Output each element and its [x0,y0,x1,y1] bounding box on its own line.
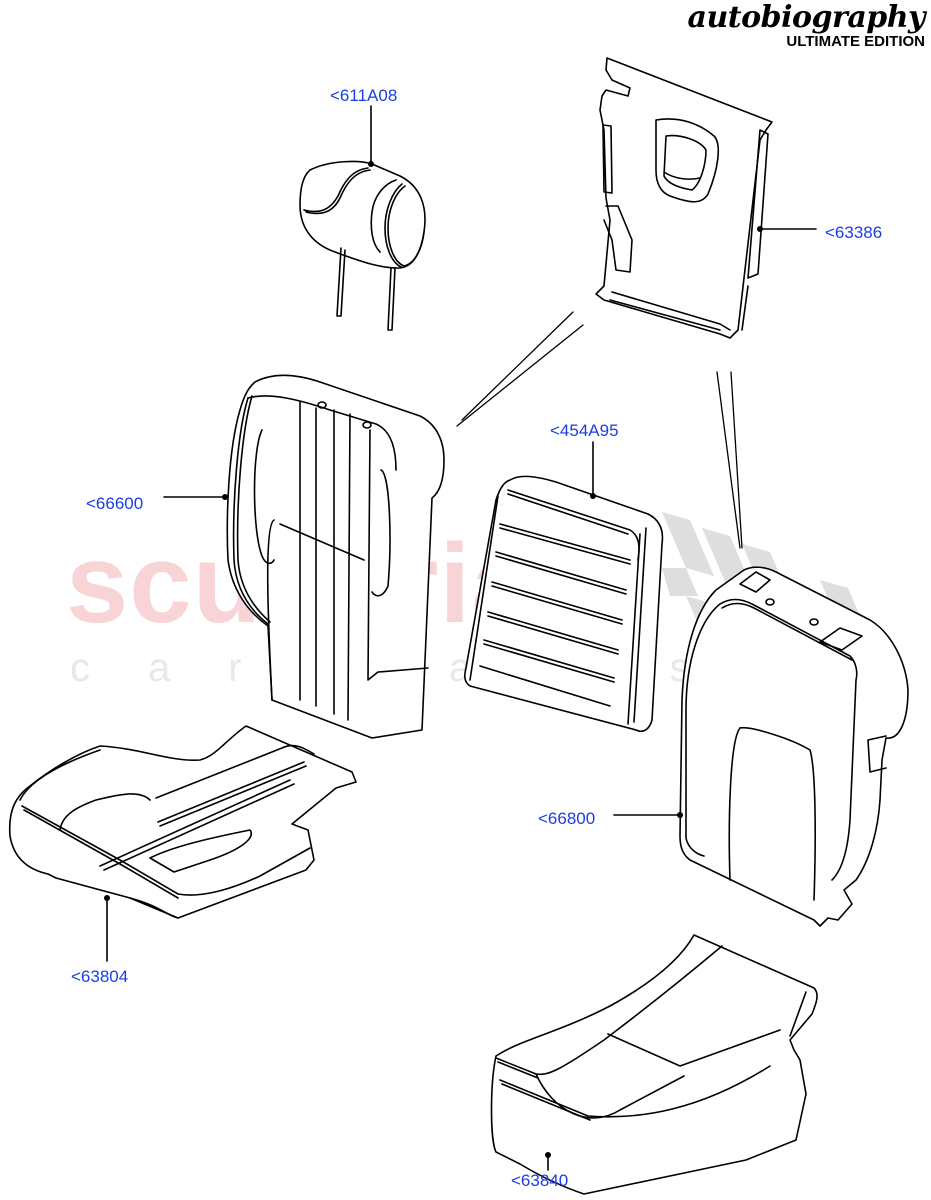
assembly-line [730,371,743,549]
backrest-panel-drawing[interactable] [595,57,773,339]
brand-script-title: autobiography [687,0,926,35]
backrest-cover-right-drawing[interactable] [679,566,909,927]
backrest-cover-left-drawing[interactable] [226,374,445,739]
leader-dots [104,161,763,1158]
callout-headrest[interactable]: <611A08 [330,86,398,105]
lumbar-pad-drawing[interactable] [464,475,664,733]
callout-cushion-cover-left[interactable]: <63804 [71,967,129,986]
assembly-line [716,371,741,549]
callout-backrest-cover-right[interactable]: <66800 [538,809,596,828]
brand-logo: autobiography ULTIMATE EDITION [687,0,926,50]
callout-lumbar-pad[interactable]: <454A95 [550,421,619,440]
callout-backrest-panel[interactable]: <63386 [825,223,883,242]
cushion-cover-right-drawing[interactable] [490,934,818,1195]
cushion-cover-left-drawing[interactable] [8,725,357,919]
leader-lines [106,105,817,1171]
callout-backrest-cover-left[interactable]: <66600 [86,494,144,513]
callout-cushion-cover-right[interactable]: <63840 [511,1171,569,1190]
assembly-line [456,324,584,427]
headrest-drawing[interactable] [299,160,426,331]
assembly-line [461,311,574,421]
brand-edition-label: ULTIMATE EDITION [786,33,925,50]
